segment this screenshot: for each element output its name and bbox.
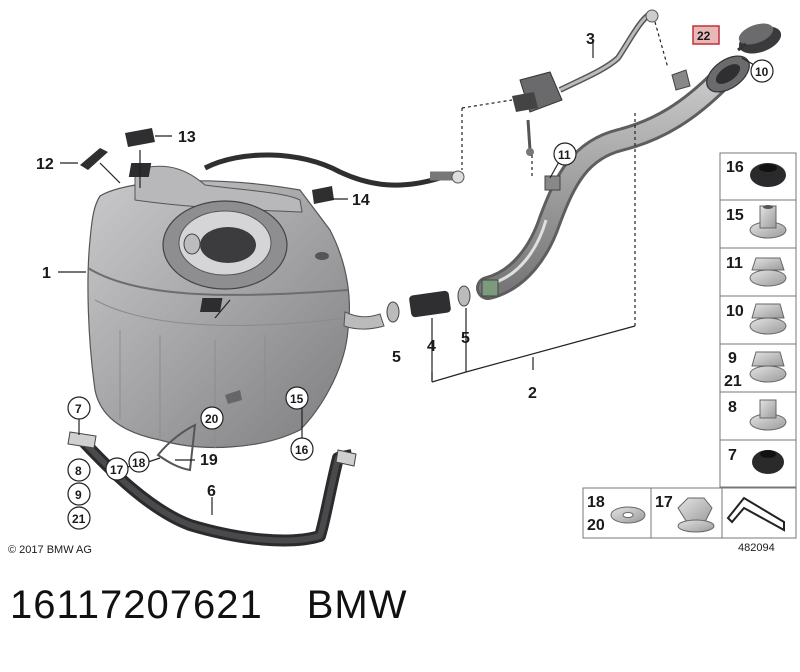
svg-text:20: 20 (205, 412, 219, 426)
svg-text:18: 18 (587, 494, 605, 511)
callout-20: 20 (200, 406, 224, 430)
svg-text:11: 11 (726, 255, 743, 272)
pad-part-13 (125, 128, 155, 147)
svg-text:21: 21 (724, 373, 742, 390)
side-panel: 16 15 11 10 9 21 8 (719, 152, 797, 488)
callout-6: 6 (207, 483, 216, 500)
svg-text:18: 18 (132, 456, 146, 470)
svg-text:21: 21 (72, 512, 86, 526)
brand-name: BMW (306, 583, 408, 627)
svg-text:22: 22 (697, 29, 711, 43)
panel-item-nut-17: 17 (655, 494, 715, 533)
hose-part-4 (409, 290, 451, 318)
panel-item-nut-8: 8 (728, 399, 787, 431)
diagram-number: 482094 (738, 542, 775, 554)
callout-18: 18 (128, 451, 150, 473)
svg-text:1: 1 (42, 265, 51, 282)
panel-item-washer-18-20: 18 20 (587, 494, 646, 534)
svg-text:20: 20 (587, 517, 605, 534)
vent-line (512, 9, 659, 156)
svg-text:9: 9 (728, 350, 737, 367)
filler-pipe (476, 55, 750, 300)
svg-text:6: 6 (207, 483, 216, 500)
callout-17: 17 (105, 457, 129, 481)
svg-text:10: 10 (755, 65, 769, 79)
svg-text:17: 17 (655, 494, 673, 511)
copyright-text: © 2017 BMW AG (8, 544, 92, 556)
callout-12: 12 (36, 156, 54, 173)
bottom-panel: 18 20 17 (582, 487, 797, 539)
fuel-tank (87, 163, 385, 449)
svg-text:15: 15 (290, 392, 304, 406)
clamp-part-5a (386, 301, 400, 323)
svg-text:19: 19 (200, 452, 218, 469)
svg-text:8: 8 (75, 464, 82, 478)
callout-13: 13 (178, 129, 196, 146)
panel-item-nut-11: 11 (726, 255, 787, 287)
leader-lines (58, 21, 757, 515)
clamp-part-5b (457, 285, 471, 307)
callout-21: 21 (67, 506, 91, 530)
callout-7: 7 (67, 396, 91, 420)
svg-text:17: 17 (110, 463, 124, 477)
tank-strap (67, 431, 357, 547)
callout-15: 15 (285, 386, 309, 410)
callout-16: 16 (290, 437, 314, 461)
parts-diagram: 1 12 13 14 3 22 10 11 5 4 5 2 20 15 16 7… (8, 9, 797, 556)
panel-item-grommet-7: 7 (728, 447, 784, 474)
panel-item-nut-15: 15 (726, 205, 787, 239)
panel-item-nut-9-21: 9 21 (724, 350, 787, 390)
svg-text:10: 10 (726, 303, 744, 320)
svg-text:2: 2 (528, 385, 537, 402)
svg-text:13: 13 (178, 129, 196, 146)
callout-2: 2 (528, 385, 537, 402)
callout-1: 1 (42, 265, 51, 282)
vent-hose (203, 152, 465, 188)
svg-text:7: 7 (75, 402, 82, 416)
svg-text:11: 11 (558, 148, 571, 162)
callout-22: 22 (692, 25, 720, 45)
callout-9: 9 (67, 482, 91, 506)
svg-text:16: 16 (295, 443, 309, 457)
panel-item-grommet-16: 16 (726, 159, 786, 187)
svg-text:3: 3 (586, 31, 595, 48)
callout-8: 8 (67, 458, 91, 482)
callout-14: 14 (352, 192, 370, 209)
callout-5a: 5 (392, 349, 401, 366)
svg-text:12: 12 (36, 156, 54, 173)
fuel-cap (737, 23, 782, 54)
svg-text:9: 9 (75, 488, 82, 502)
direction-arrow-icon (726, 496, 785, 532)
panel-item-nut-10: 10 (726, 303, 787, 335)
svg-text:15: 15 (726, 207, 744, 224)
callout-4: 4 (427, 338, 436, 355)
callout-10: 10 (750, 59, 774, 83)
part-number: 16117207621 (10, 583, 263, 627)
callout-5b: 5 (461, 330, 470, 347)
svg-text:4: 4 (427, 338, 436, 355)
callout-11: 11 (553, 142, 577, 166)
bracket-part-19 (156, 423, 197, 472)
callout-19: 19 (200, 452, 218, 469)
svg-text:16: 16 (726, 159, 744, 176)
svg-text:5: 5 (461, 330, 470, 347)
part-caption: 16117207621 BMW (10, 583, 452, 628)
svg-text:14: 14 (352, 192, 370, 209)
pad-part-12 (80, 148, 108, 170)
pad-part-14 (312, 186, 334, 204)
svg-text:8: 8 (728, 399, 737, 416)
svg-text:5: 5 (392, 349, 401, 366)
callout-3: 3 (586, 31, 595, 48)
svg-text:7: 7 (728, 447, 737, 464)
